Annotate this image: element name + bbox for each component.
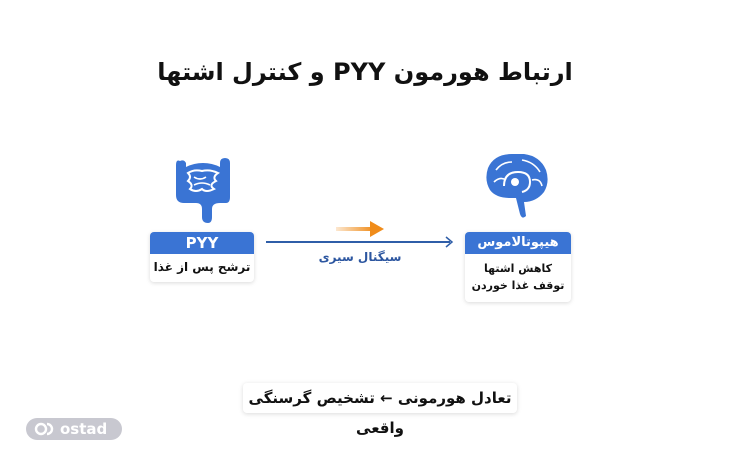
hypothalamus-card-body-line2: توقف غذا خوردن xyxy=(471,279,565,292)
orange-arrow-icon xyxy=(336,221,384,237)
signal-label: سیگنال سیری xyxy=(318,250,402,264)
intestine-icon xyxy=(176,158,230,223)
summary-box: تعادل هورمونی ← تشخیص گرسنگی واقعی xyxy=(243,383,517,437)
pyy-card-header: PYY xyxy=(150,232,254,254)
ostad-logo: ostad xyxy=(26,418,122,440)
pyy-card-body: ترشح پس از غذا xyxy=(153,260,251,274)
ostad-logo-text: ostad xyxy=(60,420,108,438)
connector-line xyxy=(266,241,450,243)
hypothalamus-card: هیپوتالاموس کاهش اشتها توقف غذا خوردن xyxy=(465,232,571,302)
connector-arrowhead-icon xyxy=(445,236,454,248)
brain-icon xyxy=(486,154,548,218)
pyy-card: PYY ترشح پس از غذا xyxy=(150,232,254,282)
hypothalamus-card-body-line1: کاهش اشتها xyxy=(483,262,552,275)
ostad-logo-icon xyxy=(34,422,54,436)
diagram-title: ارتباط هورمون PYY و کنترل اشتها xyxy=(157,58,573,86)
hypothalamus-card-header: هیپوتالاموس xyxy=(465,232,571,254)
